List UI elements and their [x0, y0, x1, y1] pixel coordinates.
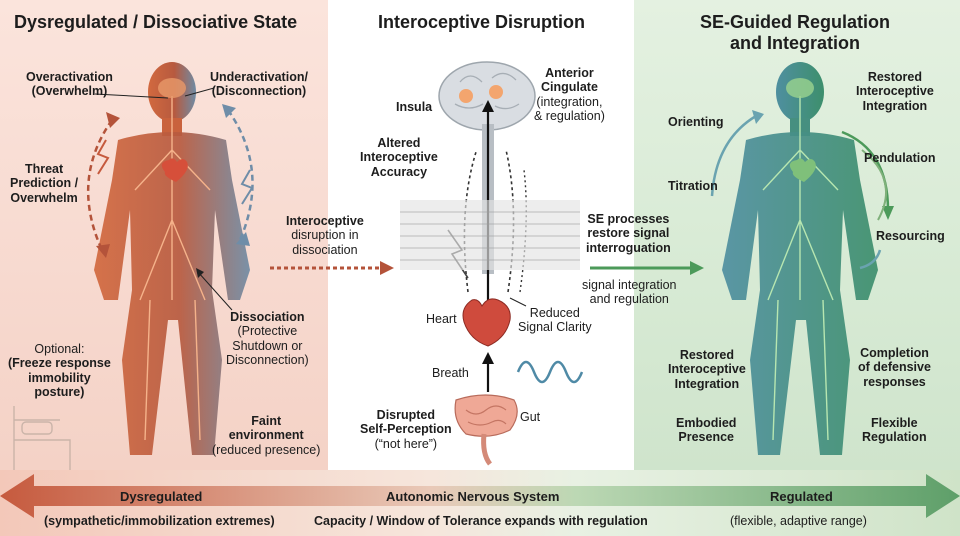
- gut-organ: [454, 394, 518, 466]
- overactivation-label: Overactivation(Overwhelm): [26, 70, 113, 99]
- underactivation-label: Underactivation/(Disconnection): [210, 70, 308, 99]
- left-panel-title: Dysregulated / Dissociative State: [14, 12, 298, 32]
- signal-noise-band: [400, 200, 580, 270]
- middle-panel-title: Interoceptive Disruption: [378, 12, 586, 32]
- titration-label: Titration: [668, 179, 718, 193]
- pendulation-label: Pendulation: [864, 151, 936, 165]
- regulated-label: Regulated: [770, 489, 833, 504]
- heart-label: Heart: [426, 312, 457, 326]
- regulated-body-figure: [722, 62, 878, 455]
- breath-wave: [516, 360, 584, 384]
- heart-organ: [462, 298, 511, 347]
- ans-label: Autonomic Nervous System: [386, 489, 560, 504]
- ans-double-arrow: [0, 474, 960, 518]
- regulated-sub-label: (flexible, adaptive range): [730, 514, 867, 528]
- orienting-label: Orienting: [668, 115, 724, 129]
- insula-label: Insula: [396, 100, 433, 114]
- resourcing-label: Resourcing: [876, 229, 945, 243]
- dysregulated-sub-label: (sympathetic/immobilization extremes): [44, 514, 275, 528]
- dysregulated-body-figure: [94, 62, 250, 455]
- gut-label: Gut: [520, 410, 541, 424]
- bed-sketch: [13, 406, 71, 470]
- breath-label: Breath: [432, 366, 469, 380]
- capacity-label: Capacity / Window of Tolerance expands w…: [314, 514, 648, 528]
- dysregulated-label: Dysregulated: [120, 489, 203, 504]
